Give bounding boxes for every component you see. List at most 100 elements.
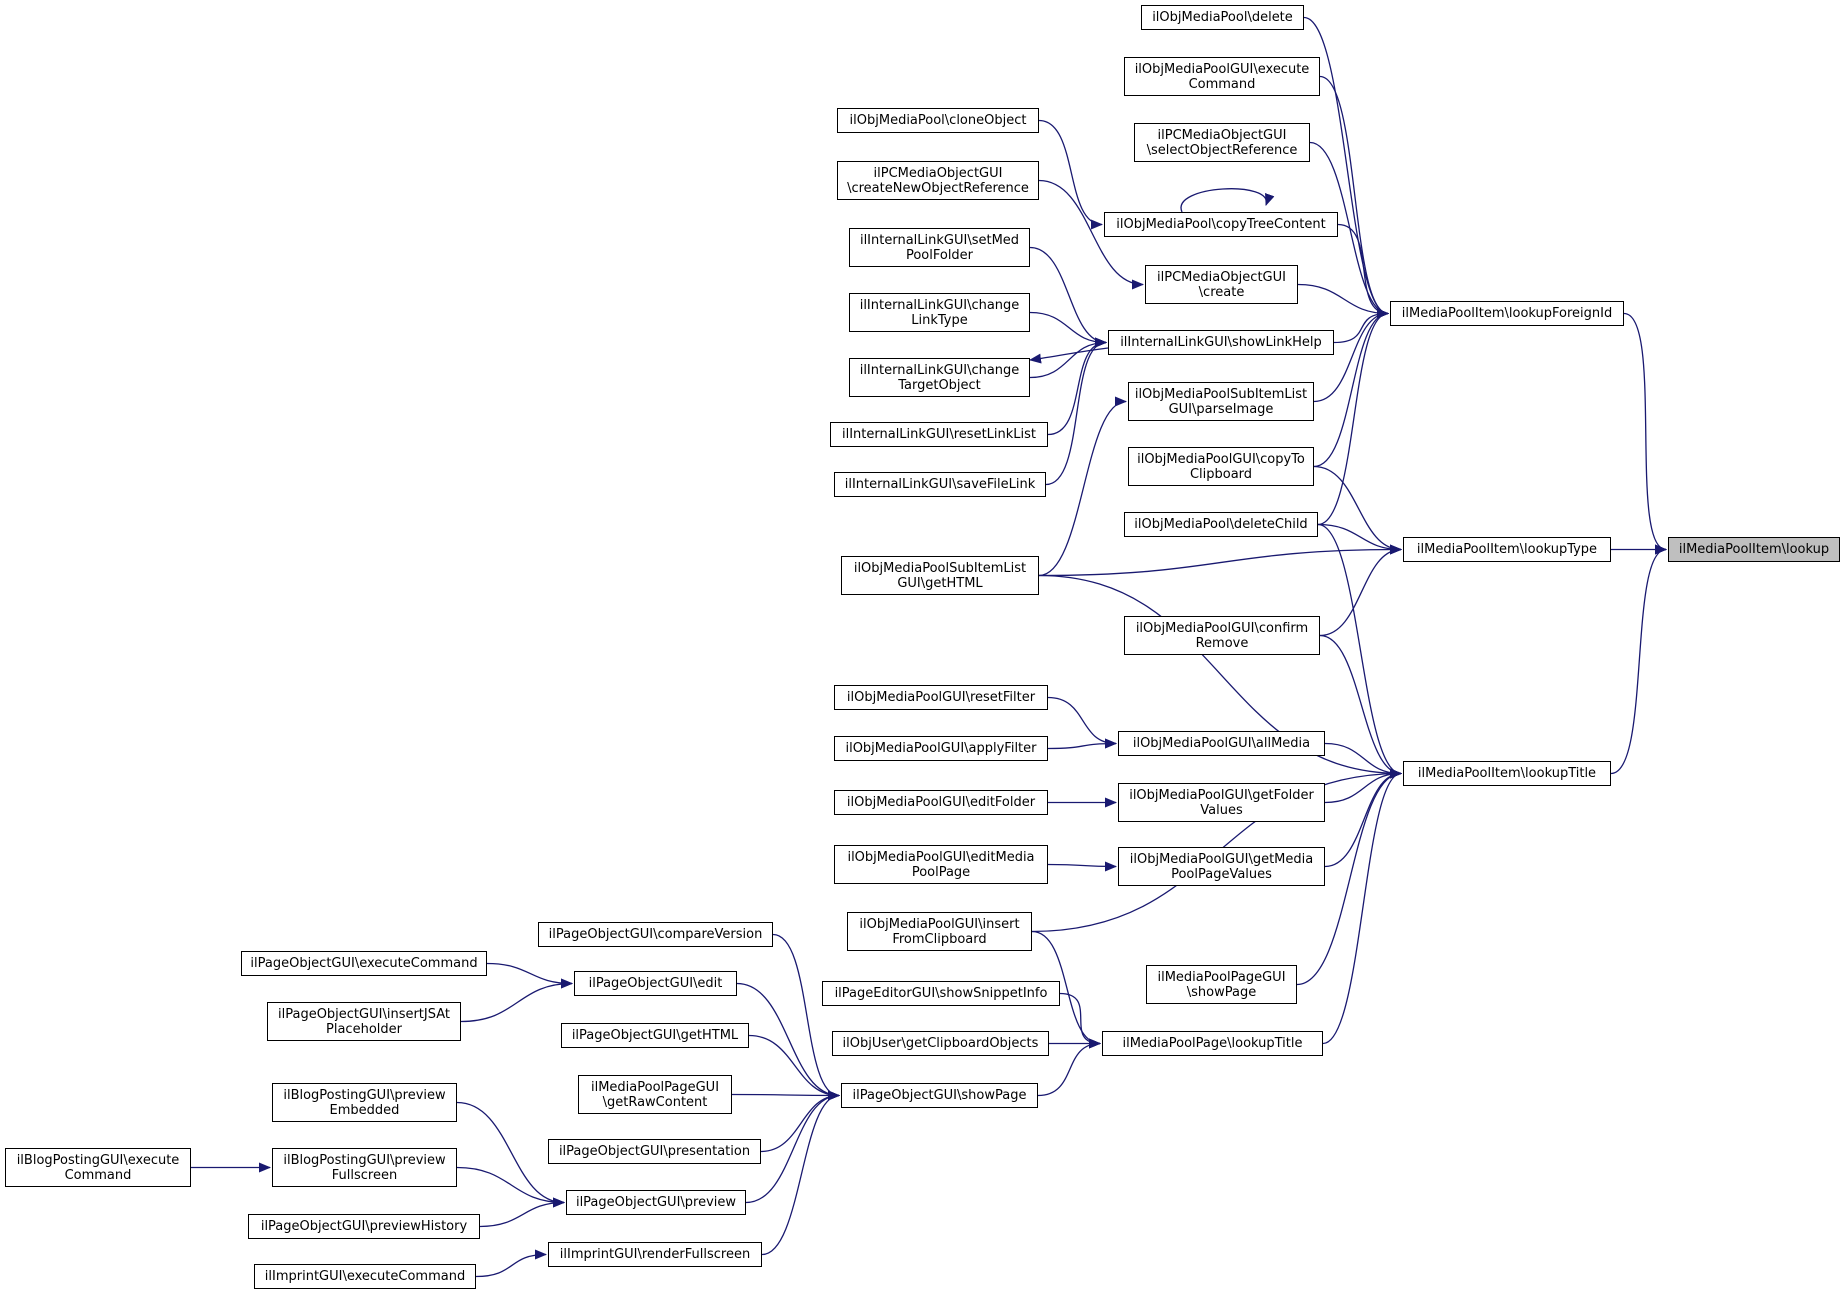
node-mpg-editFolder[interactable]: ilObjMediaPoolGUI\editFolder xyxy=(834,790,1048,815)
node-il-showLinkHelp[interactable]: ilInternalLinkGUI\showLinkHelp xyxy=(1108,330,1334,355)
node-mpg-allMedia[interactable]: ilObjMediaPoolGUI\allMedia xyxy=(1118,731,1325,756)
edge-mp_deleteChild-to-lookupForeignId xyxy=(1317,308,1389,526)
node-label-line: LinkType xyxy=(911,312,968,328)
node-il-saveFileLink[interactable]: ilInternalLinkGUI\saveFileLink xyxy=(834,472,1046,497)
node-label-line: PoolPageValues xyxy=(1171,866,1272,882)
edge-mpg_copyToClipboard-to-lookupForeignId xyxy=(1313,308,1389,468)
node-lookupType[interactable]: ilMediaPoolItem\lookupType xyxy=(1403,537,1611,562)
node-mpg-resetFilter[interactable]: ilObjMediaPoolGUI\resetFilter xyxy=(834,685,1048,710)
node-mpp-lookupTitle[interactable]: ilMediaPoolPage\lookupTitle xyxy=(1102,1031,1323,1056)
edge-mpg_getMediaPoolPageValues-to-lookupTitle xyxy=(1324,768,1402,868)
node-po-compareVersion[interactable]: ilPageObjectGUI\compareVersion xyxy=(538,922,773,947)
edge-layer xyxy=(190,16,1667,1278)
node-label-line: ilObjMediaPoolSubItemList xyxy=(1134,386,1308,402)
node-label-line: ilObjMediaPoolGUI\getFolder xyxy=(1129,787,1314,803)
node-label-line: FromClipboard xyxy=(892,931,987,947)
edge-il_setMedPoolFolder-to-il_showLinkHelp xyxy=(1029,246,1107,348)
node-po-previewHistory[interactable]: ilPageObjectGUI\previewHistory xyxy=(248,1214,480,1239)
node-lookup[interactable]: ilMediaPoolItem\lookup xyxy=(1668,537,1840,562)
node-po-getHTML[interactable]: ilPageObjectGUI\getHTML xyxy=(561,1023,749,1048)
node-po-edit[interactable]: ilPageObjectGUI\edit xyxy=(574,971,737,996)
node-label-line: ilPageObjectGUI\edit xyxy=(588,976,723,991)
node-label-line: ilBlogPostingGUI\preview xyxy=(283,1152,446,1168)
node-pcmo-createNewObjectReference[interactable]: ilPCMediaObjectGUI\createNewObjectRefere… xyxy=(837,161,1039,200)
node-mpp-showPage[interactable]: ilMediaPoolPageGUI\showPage xyxy=(1146,965,1297,1004)
node-label-line: ilObjMediaPool\cloneObject xyxy=(849,113,1027,128)
node-label-line: ilMediaPoolPageGUI xyxy=(1157,969,1286,985)
node-lookupTitle[interactable]: ilMediaPoolItem\lookupTitle xyxy=(1403,761,1611,786)
node-label-line: ilObjMediaPool\delete xyxy=(1152,10,1293,25)
node-label-line: Fullscreen xyxy=(331,1167,398,1183)
node-label-line: ilBlogPostingGUI\preview xyxy=(283,1087,446,1103)
edge-bp_previewEmbedded-to-po_preview xyxy=(456,1101,565,1208)
node-mpg-applyFilter[interactable]: ilObjMediaPoolGUI\applyFilter xyxy=(834,736,1048,761)
node-label-line: ilMediaPoolItem\lookup xyxy=(1678,542,1830,557)
node-label-line: GUI\parseImage xyxy=(1168,401,1274,417)
node-lookupForeignId[interactable]: ilMediaPoolItem\lookupForeignId xyxy=(1390,301,1624,326)
edge-mp_deleteChild-to-lookupTitle xyxy=(1317,523,1402,779)
node-label-line: ilInternalLinkGUI\change xyxy=(859,362,1020,378)
edge-mp_deleteChild-to-lookupType xyxy=(1317,523,1402,555)
edge-il_saveFileLink-to-il_showLinkHelp xyxy=(1045,337,1107,486)
node-mp-copyTreeContent[interactable]: ilObjMediaPool\copyTreeContent xyxy=(1104,212,1338,237)
node-po-preview[interactable]: ilPageObjectGUI\preview xyxy=(566,1190,746,1215)
edge-mpg_applyFilter-to-mpg_allMedia xyxy=(1047,738,1117,750)
node-label-line: Values xyxy=(1200,802,1243,818)
edge-po_edit-to-po_showPage xyxy=(736,982,840,1101)
node-mp-delete[interactable]: ilObjMediaPool\delete xyxy=(1141,5,1304,30)
node-label-line: ilObjMediaPoolGUI\applyFilter xyxy=(845,741,1037,756)
node-pe-showSnippetInfo[interactable]: ilPageEditorGUI\showSnippetInfo xyxy=(822,981,1060,1006)
edge-mpp_showPage-to-lookupTitle xyxy=(1296,768,1402,986)
edge-mpg_copyToClipboard-to-lookupType xyxy=(1313,465,1402,555)
node-mpp-getRawContent[interactable]: ilMediaPoolPageGUI\getRawContent xyxy=(578,1075,732,1114)
node-label-line: ilInternalLinkGUI\resetLinkList xyxy=(841,427,1037,442)
node-user-getClipboardObjects[interactable]: ilObjUser\getClipboardObjects xyxy=(832,1031,1049,1056)
node-label-line: ilObjMediaPoolGUI\getMedia xyxy=(1129,851,1314,867)
node-po-presentation[interactable]: ilPageObjectGUI\presentation xyxy=(548,1139,761,1164)
node-imp-executeCommand[interactable]: ilImprintGUI\executeCommand xyxy=(254,1264,476,1289)
node-label-line: ilObjMediaPool\copyTreeContent xyxy=(1116,217,1326,232)
node-label-line: \getRawContent xyxy=(602,1094,708,1110)
node-label-line: GUI\getHTML xyxy=(897,575,983,591)
node-label-line: ilPageObjectGUI\compareVersion xyxy=(548,927,763,942)
node-label-line: ilObjMediaPoolGUI\copyTo xyxy=(1137,451,1305,467)
node-pcmo-create[interactable]: ilPCMediaObjectGUI\create xyxy=(1145,265,1298,304)
node-imp-renderFullscreen[interactable]: ilImprintGUI\renderFullscreen xyxy=(548,1242,762,1267)
edge-lookupForeignId-to-lookup xyxy=(1623,312,1667,555)
node-label-line: ilPageObjectGUI\preview xyxy=(575,1195,737,1210)
node-label-line: ilPageEditorGUI\showSnippetInfo xyxy=(834,986,1048,1001)
node-po-executeCommand[interactable]: ilPageObjectGUI\executeCommand xyxy=(241,951,487,976)
node-label-line: ilMediaPoolItem\lookupTitle xyxy=(1417,766,1597,781)
node-mp-deleteChild[interactable]: ilObjMediaPool\deleteChild xyxy=(1124,512,1318,537)
node-label-line: ilImprintGUI\renderFullscreen xyxy=(559,1247,751,1262)
node-pcmo-selectObjectReference[interactable]: ilPCMediaObjectGUI\selectObjectReference xyxy=(1134,123,1310,162)
node-label-line: ilInternalLinkGUI\saveFileLink xyxy=(844,477,1036,492)
node-label-line: Command xyxy=(1188,76,1256,92)
node-label-line: ilObjMediaPoolSubItemList xyxy=(853,560,1027,576)
node-label-line: \showPage xyxy=(1186,984,1257,1000)
node-label-line: Placeholder xyxy=(326,1021,402,1037)
node-po-showPage[interactable]: ilPageObjectGUI\showPage xyxy=(841,1083,1038,1108)
node-mp-cloneObject[interactable]: ilObjMediaPool\cloneObject xyxy=(837,108,1039,133)
edge-mpsil_getHTML-to-lookupType xyxy=(1038,544,1402,577)
node-label-line: \createNewObjectReference xyxy=(847,180,1029,196)
edge-po_compareVersion-to-po_showPage xyxy=(772,933,840,1101)
node-label-line: ilObjMediaPoolGUI\allMedia xyxy=(1132,736,1311,751)
node-il-resetLinkList[interactable]: ilInternalLinkGUI\resetLinkList xyxy=(830,422,1048,447)
